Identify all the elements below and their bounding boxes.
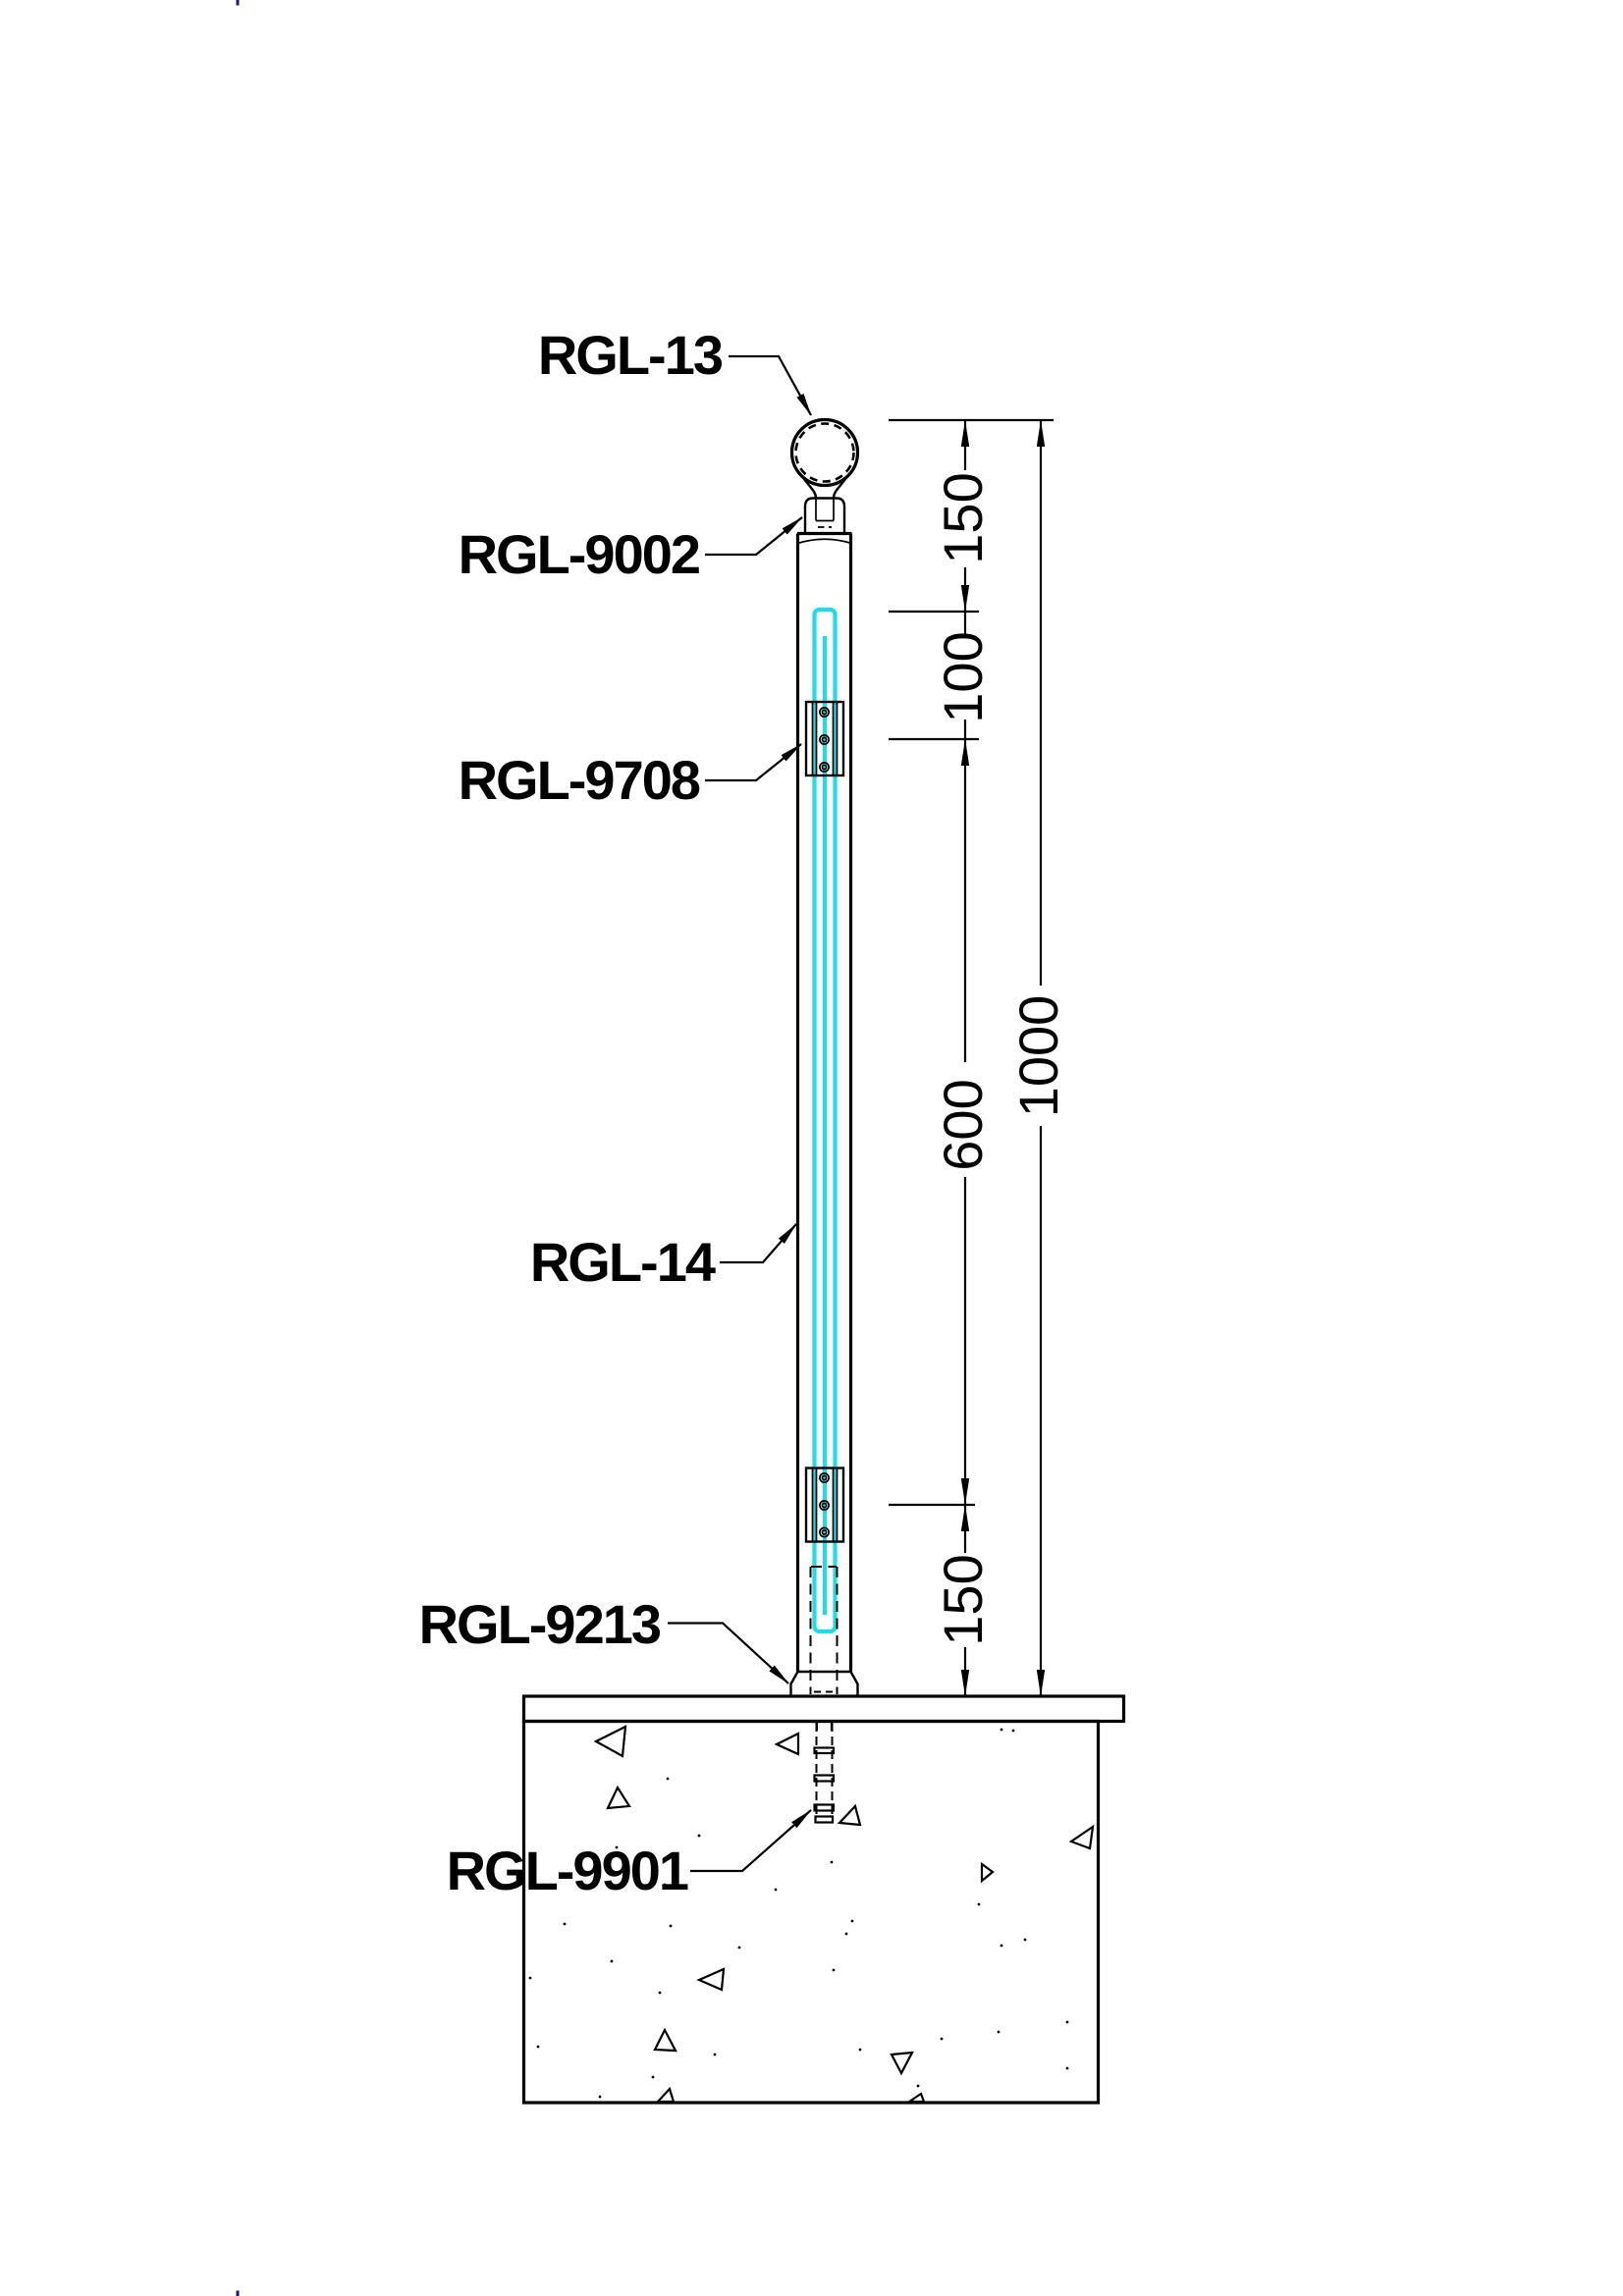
part-label-rgl-13: RGL-13 [537, 324, 724, 386]
dim-text-overall-height: 1000 [1007, 994, 1069, 1118]
base-plate [521, 1694, 1126, 1724]
part-label-rgl-9213: RGL-9213 [418, 1593, 662, 1655]
dimension-lines [889, 418, 1054, 1696]
leader-rgl-9213 [668, 1622, 789, 1684]
glass-clamp-bottom [804, 1467, 845, 1543]
dim-text-bottom-offset: 150 [932, 1554, 994, 1646]
dim-text-glass-to-clamp: 100 [932, 631, 994, 723]
leader-rgl-9901 [690, 1809, 812, 1873]
registration-marks [236, 0, 240, 2296]
base-cover [789, 1670, 859, 1696]
base-plate-rect [521, 1694, 1126, 1724]
leader-rgl-9708 [705, 743, 802, 782]
part-label-rgl-14: RGL-14 [529, 1231, 716, 1293]
leader-lines [668, 354, 812, 1873]
part-label-rgl-9901: RGL-9901 [446, 1840, 689, 1901]
part-label-rgl-9002: RGL-9002 [458, 523, 701, 585]
glass-clamp-top [804, 700, 845, 777]
concrete-footing [521, 1719, 1101, 2105]
leader-rgl-9002 [705, 516, 803, 557]
dim-text-clamp-spacing: 600 [932, 1079, 994, 1171]
aggregate-dots [528, 1728, 1069, 2099]
leader-rgl-14 [720, 1223, 797, 1264]
dim-text-top-offset: 150 [932, 472, 994, 564]
leader-rgl-13 [729, 354, 812, 416]
glass-panel [812, 607, 838, 1634]
cap-adapter [803, 497, 846, 534]
post-tube [795, 531, 853, 1672]
hidden-insert [809, 1566, 839, 1694]
anchor-bolt [813, 1721, 836, 1824]
aggregate-triangles [593, 1725, 1095, 2104]
part-label-rgl-9708: RGL-9708 [458, 749, 701, 811]
dimension-arrows [960, 420, 1046, 1696]
ball-finial [789, 417, 860, 499]
